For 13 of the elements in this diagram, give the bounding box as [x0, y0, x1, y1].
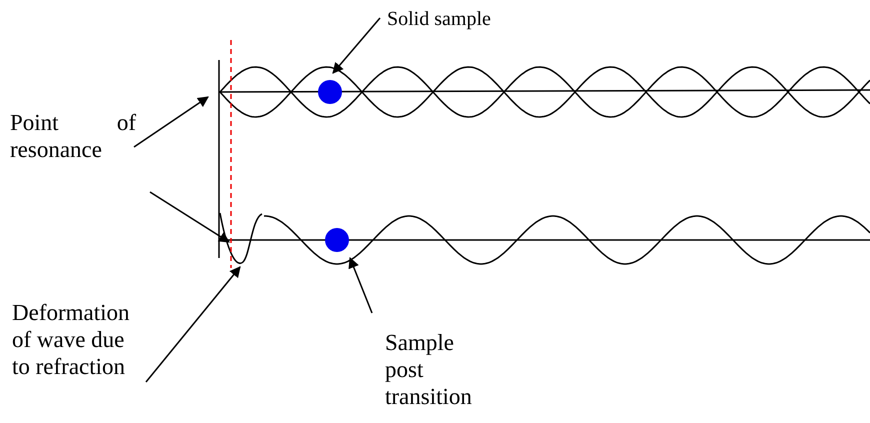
- leader-line: [150, 191, 230, 243]
- deformed-wave-drawing: [219, 212, 870, 265]
- leader-line: [145, 266, 241, 382]
- leader-line: [134, 96, 209, 148]
- annotation-label: Sample post transition: [385, 330, 495, 411]
- standing-wave-drawing: [219, 66, 870, 118]
- leader-line: [332, 18, 381, 74]
- sample-dot: [318, 80, 342, 104]
- annotation-label: Point of resonance: [10, 110, 136, 164]
- annotation-label: Deformation of wave due to refraction: [12, 300, 144, 381]
- sample-dot: [325, 228, 349, 252]
- annotation-label: Solid sample: [387, 8, 527, 32]
- leader-line: [348, 256, 373, 314]
